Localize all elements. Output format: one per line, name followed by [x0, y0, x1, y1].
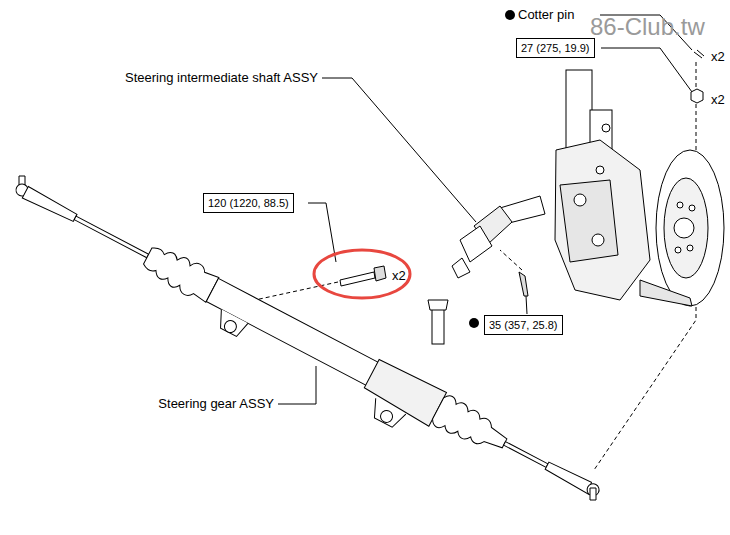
- highlight-circle: [314, 250, 410, 298]
- torque-value: 27 (275, 19.9): [521, 41, 590, 55]
- pinion-shaft: [428, 300, 596, 500]
- bullet-marks: [469, 10, 515, 328]
- part-label: x2: [392, 268, 406, 284]
- torque-value: 120 (1220, 88.5): [208, 196, 289, 210]
- watermark: 86-Club.tw: [590, 14, 705, 40]
- part-label: Cotter pin: [518, 7, 574, 23]
- steering-gear: [0, 170, 607, 526]
- intermediate-shaft: [452, 196, 545, 296]
- cotter-pin-nut: [691, 50, 704, 103]
- dashed-guides: [255, 62, 696, 470]
- part-label: x2: [711, 49, 725, 65]
- torque-box: 35 (357, 25.8): [484, 315, 563, 335]
- knuckle-brake: [555, 70, 724, 306]
- part-label: x2: [711, 92, 725, 108]
- part-label: Steering gear ASSY: [158, 396, 274, 412]
- part-label: Steering intermediate shaft ASSY: [125, 70, 318, 86]
- torque-box: 120 (1220, 88.5): [203, 193, 294, 213]
- mount-bolt: [340, 266, 386, 286]
- torque-box: 27 (275, 19.9): [516, 38, 595, 58]
- torque-value: 35 (357, 25.8): [489, 318, 558, 332]
